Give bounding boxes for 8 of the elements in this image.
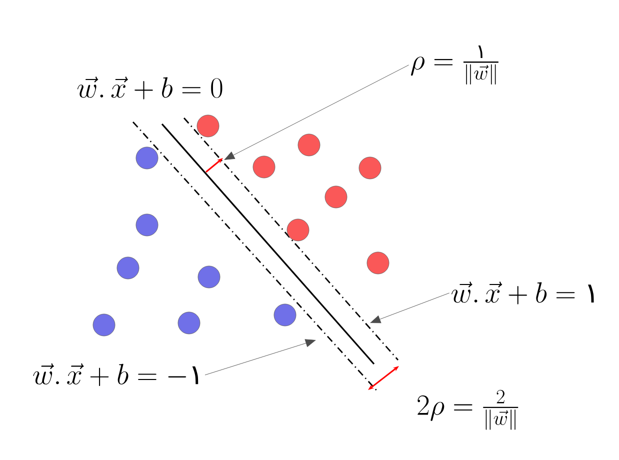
leader-line <box>204 339 316 376</box>
formula-label: $\vec{w}.\,\vec{x}+b=-\text{١}$ <box>33 363 198 386</box>
formula-label: $\rho=\frac{\text{١}}{\|\vec{w}\|}$ <box>410 45 498 85</box>
leader-line <box>224 64 409 160</box>
leader-line <box>370 292 450 324</box>
formula-label: $\vec{w}.\,\vec{x}+b=\text{١}$ <box>452 282 594 304</box>
formula-label: $\vec{w}.\,\vec{x}+b=0$ <box>77 76 222 100</box>
formula-label: $2\rho=\frac{2}{\|\vec{w}\|}$ <box>418 390 518 430</box>
